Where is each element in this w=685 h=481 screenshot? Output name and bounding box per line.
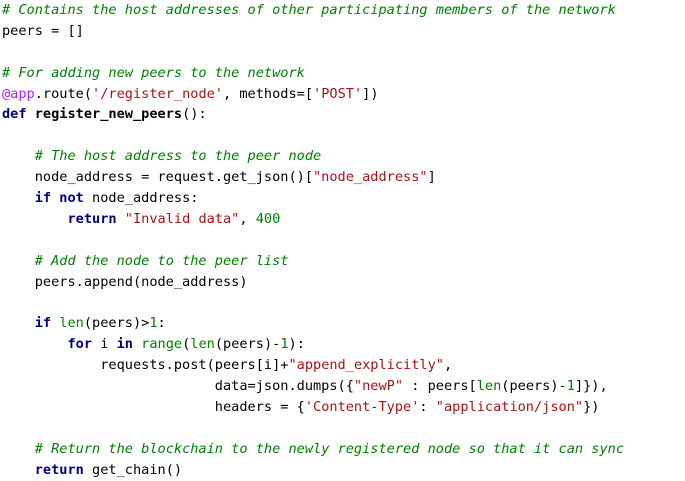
- code-token: ]: [427, 169, 436, 186]
- code-token: 400: [255, 210, 281, 227]
- code-line[interactable]: def register_new_peers():: [2, 104, 685, 125]
- code-token: "newP": [353, 378, 404, 395]
- code-line[interactable]: # Add the node to the peer list: [2, 251, 685, 272]
- code-line[interactable]: peers = []: [2, 21, 685, 42]
- code-token: @app: [2, 85, 35, 102]
- code-token: return: [67, 210, 125, 227]
- code-line[interactable]: [2, 292, 685, 313]
- code-token: : peers[: [403, 378, 477, 395]
- code-token: 1: [280, 336, 289, 353]
- code-token: "node_address": [313, 169, 428, 186]
- code-token: ]): [362, 85, 379, 102]
- code-line[interactable]: if len(peers)>1:: [2, 313, 685, 334]
- code-token: len: [59, 315, 84, 332]
- code-token: def: [2, 106, 35, 123]
- code-token: # Return the blockchain to the newly reg…: [34, 440, 625, 457]
- code-token: node_address = request.get_json()[: [2, 169, 313, 186]
- code-token: (peers)-: [501, 378, 567, 395]
- code-line[interactable]: for i in range(len(peers)-1):: [2, 334, 685, 355]
- code-token: :: [157, 315, 166, 332]
- code-token: (: [182, 336, 191, 353]
- code-token: [2, 462, 35, 478]
- code-line[interactable]: # Return the blockchain to the newly reg…: [2, 439, 685, 460]
- code-token: (peers)>: [83, 315, 150, 332]
- code-token: [2, 211, 67, 227]
- code-token: [2, 315, 35, 331]
- code-token: # Add the node to the peer list: [34, 252, 289, 269]
- code-token: # For adding new peers to the network: [2, 64, 305, 81]
- code-line[interactable]: # For adding new peers to the network: [2, 63, 685, 84]
- code-line[interactable]: [2, 42, 685, 63]
- code-token: if not: [34, 190, 93, 207]
- code-token: [2, 148, 35, 164]
- code-line[interactable]: [2, 125, 685, 146]
- code-token: ):: [288, 336, 305, 353]
- code-line[interactable]: if not node_address:: [2, 188, 685, 209]
- code-token: (peers)-: [214, 336, 281, 353]
- code-line[interactable]: # Contains the host addresses of other p…: [2, 0, 685, 21]
- code-token: data=json.dumps({: [2, 378, 354, 395]
- code-token: peers.append(node_address): [2, 273, 248, 290]
- code-token: [2, 441, 35, 457]
- code-token: requests.post(peers[i]+: [2, 357, 289, 374]
- code-token: len: [190, 336, 215, 353]
- code-line[interactable]: peers.append(node_address): [2, 272, 685, 293]
- code-token: 1: [566, 378, 575, 395]
- code-line[interactable]: [2, 230, 685, 251]
- code-token: len: [476, 378, 502, 395]
- code-token: ,: [443, 357, 453, 374]
- code-token: peers = []: [2, 22, 84, 39]
- code-token: # Contains the host addresses of other p…: [2, 2, 616, 18]
- code-token: "application/json": [435, 398, 584, 415]
- code-line[interactable]: @app.route('/register_node', methods=['P…: [2, 84, 685, 105]
- code-line[interactable]: node_address = request.get_json()["node_…: [2, 167, 685, 188]
- code-line[interactable]: return "Invalid data", 400: [2, 209, 685, 230]
- code-token: i: [100, 336, 117, 353]
- code-token: return: [34, 461, 93, 478]
- code-token: get_chain(): [92, 461, 183, 478]
- code-token: range: [141, 336, 183, 353]
- code-token: , methods=[: [223, 85, 314, 102]
- code-token: for: [67, 336, 101, 353]
- code-token: 1: [149, 315, 158, 332]
- code-token: 'POST': [313, 85, 363, 102]
- code-line[interactable]: headers = {'Content-Type': "application/…: [2, 397, 685, 418]
- code-token: ]}),: [574, 378, 608, 395]
- code-token: :: [419, 398, 436, 415]
- code-line[interactable]: return get_chain(): [2, 460, 685, 481]
- code-token: "append_explicitly": [288, 357, 444, 374]
- code-line[interactable]: # The host address to the peer node: [2, 146, 685, 167]
- code-token: [2, 253, 35, 269]
- code-line[interactable]: data=json.dumps({"newP" : peers[len(peer…: [2, 376, 685, 397]
- code-token: in: [116, 336, 142, 353]
- code-token: [2, 336, 67, 352]
- code-token: [2, 190, 35, 206]
- code-token: .route(: [34, 85, 93, 102]
- code-token: # The host address to the peer node: [34, 148, 322, 165]
- code-token: }): [583, 398, 600, 415]
- code-token: register_new_peers: [34, 106, 183, 123]
- code-token: ():: [182, 106, 207, 123]
- code-token: headers = {: [2, 398, 305, 415]
- code-token: node_address:: [92, 190, 199, 207]
- code-line[interactable]: requests.post(peers[i]+"append_explicitl…: [2, 355, 685, 376]
- code-token: if: [34, 315, 60, 332]
- code-token: 'Content-Type': [304, 398, 420, 415]
- code-token: '/register_node': [92, 85, 223, 102]
- code-line[interactable]: [2, 418, 685, 439]
- code-token: ,: [239, 210, 256, 227]
- code-token: "Invalid data": [124, 210, 240, 227]
